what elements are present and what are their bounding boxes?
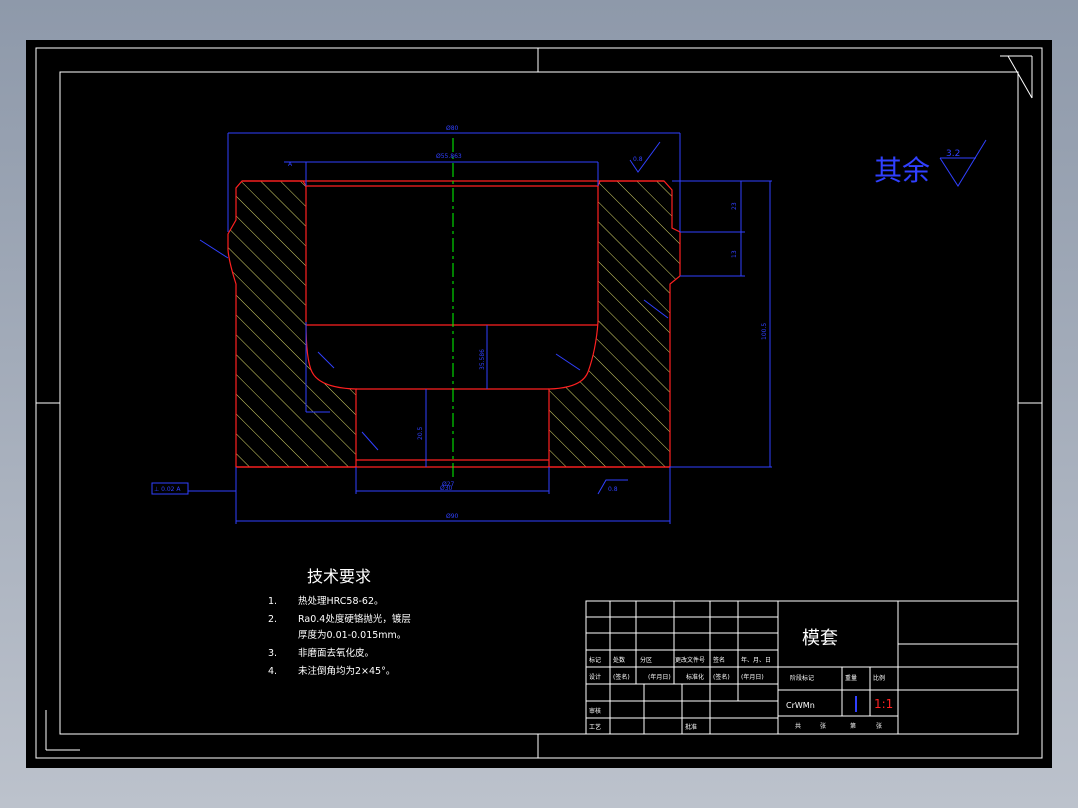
tb-standard-sign: (签名) <box>713 673 730 681</box>
section-left-wall <box>227 180 357 468</box>
scale: 1:1 <box>874 697 893 711</box>
tb-sheet: 张 <box>876 722 882 730</box>
tb-label-date: 年、月、日 <box>741 656 771 664</box>
tb-sheets: 张 <box>820 722 826 730</box>
datum-label: A <box>288 161 293 168</box>
dim-step: 20.5 <box>417 426 424 440</box>
title-block-grid <box>585 600 1019 735</box>
tb-scale-label: 比例 <box>873 674 885 682</box>
dim-right-a: 23 <box>731 202 738 210</box>
tb-weight: 重量 <box>845 674 857 682</box>
tb-approve: 批准 <box>685 723 697 731</box>
dim-bottom-overall: Ø90 <box>446 513 459 520</box>
sheet-background <box>26 40 1052 768</box>
dim-right-b: 13 <box>731 250 738 258</box>
surface-note-value: 3.2 <box>946 149 960 159</box>
tb-label-count: 处数 <box>613 656 625 664</box>
tb-sheet-no: 第 <box>850 722 856 730</box>
tb-process: 工艺 <box>589 723 601 731</box>
part-name: 模套 <box>802 628 838 649</box>
dimension-lines <box>188 132 772 524</box>
tb-design: 设计 <box>589 673 601 681</box>
tech-num-2: 2. <box>268 614 277 625</box>
material: CrWMn <box>786 701 815 710</box>
roughness-bottom: 0.8 <box>608 486 618 493</box>
tech-num-4: 4. <box>268 666 277 677</box>
tb-label-change-doc: 更改文件号 <box>675 656 705 664</box>
dim-right-height: 100.5 <box>761 323 768 340</box>
tb-label-sign: 签名 <box>713 656 725 664</box>
roughness-symbols <box>597 139 987 495</box>
tb-design-sign: (签名) <box>613 673 630 681</box>
dim-top-bore: Ø55.863 <box>436 153 462 160</box>
tech-item-1: 热处理HRC58-62。 <box>298 595 384 607</box>
tb-label-mark: 标记 <box>589 656 601 664</box>
tech-num-1: 1. <box>268 596 277 607</box>
roughness-top: 0.8 <box>633 156 643 163</box>
tb-standard-date: (年月日) <box>741 673 764 681</box>
tech-item-2: Ra0.4处度硬铬抛光，镀层 <box>298 613 411 625</box>
dim-bottom-bore: Ø30 <box>440 485 453 492</box>
tech-item-3: 非磨面去氧化皮。 <box>298 647 374 659</box>
section-right-wall <box>548 180 681 468</box>
tb-review: 审核 <box>589 707 601 715</box>
tech-item-2b: 厚度为0.01-0.015mm。 <box>298 629 406 641</box>
dim-top-overall: Ø80 <box>446 125 459 132</box>
zone-markers <box>36 48 1042 758</box>
tb-total: 共 <box>795 722 801 730</box>
tolerance-frame-box <box>151 482 189 495</box>
tech-num-3: 3. <box>268 648 277 659</box>
tb-standard: 标准化 <box>686 673 704 681</box>
tech-title: 技术要求 <box>307 567 371 586</box>
tb-label-zone: 分区 <box>640 656 652 664</box>
dim-lower-bore: Ø27 <box>442 481 455 488</box>
dim-mid-depth: 35.586 <box>479 349 486 370</box>
tb-stage-mark: 阶段标记 <box>790 674 814 682</box>
surface-note-label: 其余 <box>874 154 930 187</box>
tolerance-frame-text: ⊥ 0.02 A <box>154 486 181 493</box>
tech-item-4: 未注倒角均为2×45°。 <box>298 665 395 677</box>
tb-design-date: (年月日) <box>648 673 671 681</box>
